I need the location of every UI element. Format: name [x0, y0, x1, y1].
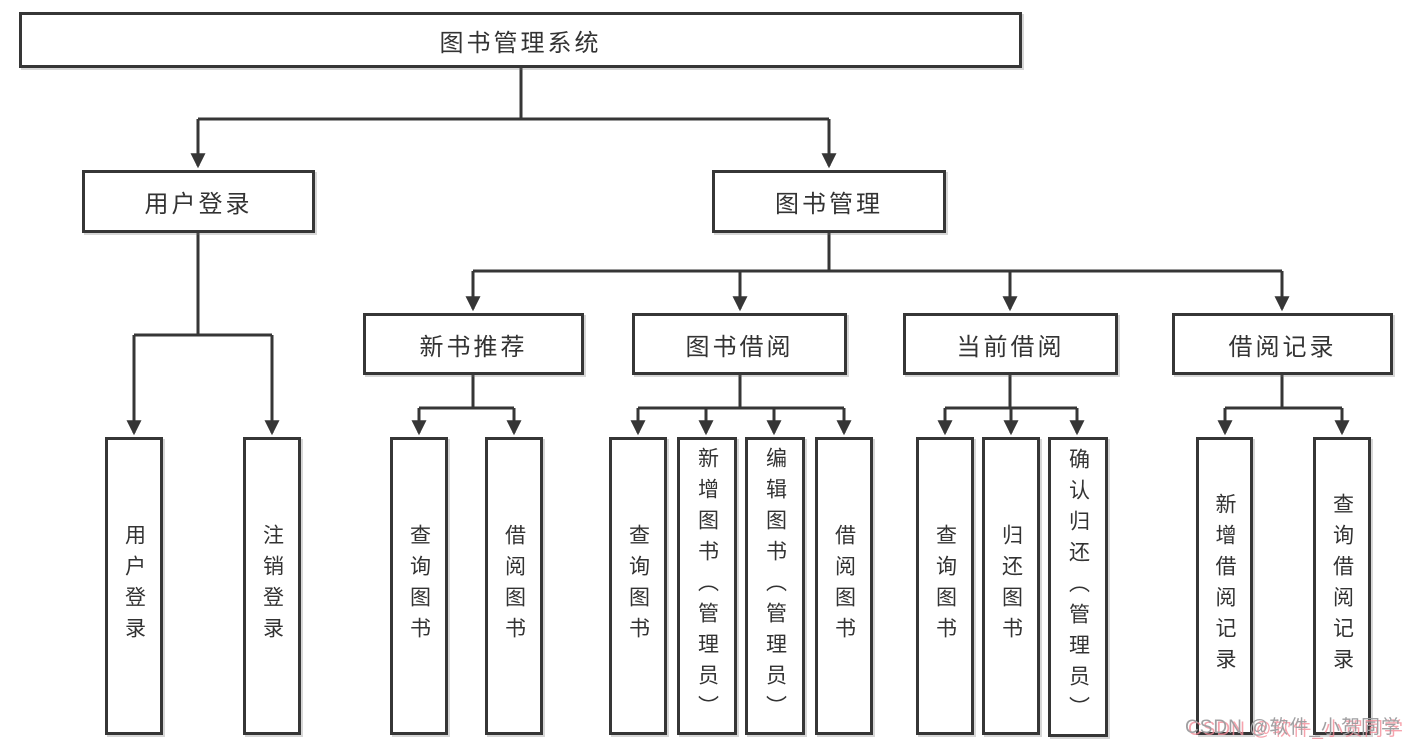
leaf-logout: 注销登录	[243, 437, 301, 735]
leaf-query-book-recommend: 查询图书	[390, 437, 448, 735]
leaf-query-book-borrow: 查询图书	[609, 437, 667, 735]
node-user-login: 用户登录	[82, 170, 315, 233]
leaf-borrow-book: 借阅图书	[815, 437, 873, 735]
leaf-query-book-current: 查询图书	[916, 437, 974, 735]
leaf-query-borrow-record: 查询借阅记录	[1313, 437, 1371, 735]
leaf-borrow-book-recommend: 借阅图书	[485, 437, 543, 735]
leaf-confirm-return-admin: 确认归还（管理员）	[1048, 437, 1108, 737]
leaf-add-book-admin: 新增图书（管理员）	[677, 437, 737, 735]
node-borrow-record: 借阅记录	[1172, 313, 1393, 375]
leaf-add-borrow-record: 新增借阅记录	[1196, 437, 1253, 735]
leaf-user-login: 用户登录	[105, 437, 163, 735]
leaf-return-book: 归还图书	[982, 437, 1040, 735]
node-book-management: 图书管理	[712, 170, 946, 233]
watermark: CSDN @软件_小贺同学	[1185, 717, 1401, 738]
node-book-borrow: 图书借阅	[632, 313, 847, 375]
node-root: 图书管理系统	[19, 12, 1022, 68]
node-current-borrow: 当前借阅	[903, 313, 1118, 375]
leaf-edit-book-admin: 编辑图书（管理员）	[745, 437, 805, 735]
node-new-book-recommend: 新书推荐	[363, 313, 584, 375]
